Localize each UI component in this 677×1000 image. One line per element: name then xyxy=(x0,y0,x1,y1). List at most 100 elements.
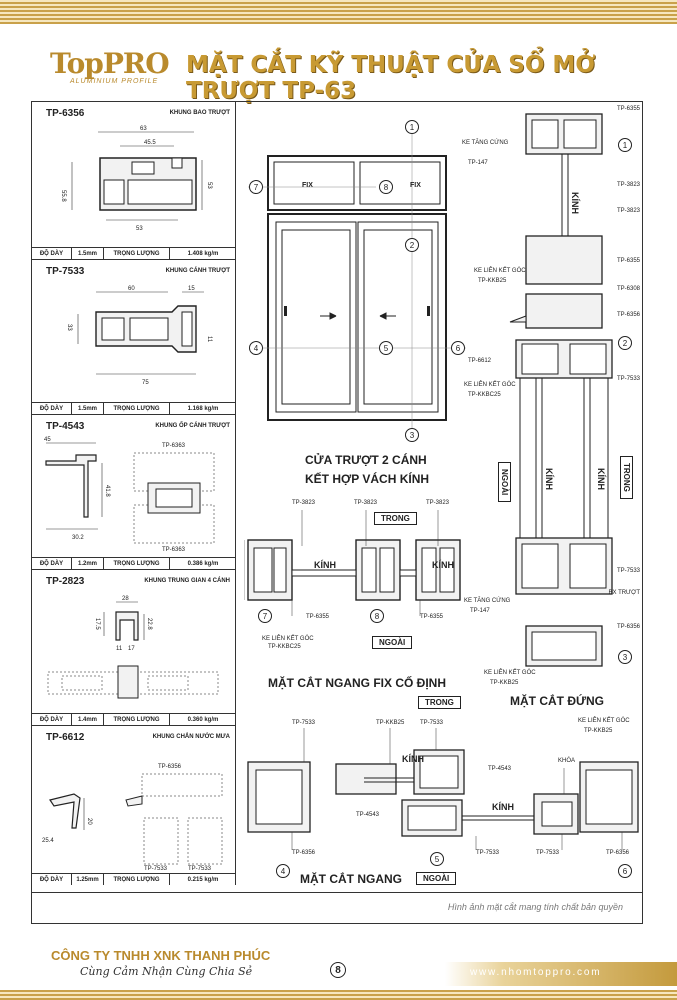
logo: TopPRO ALUMINIUM PROFILE xyxy=(50,50,170,90)
h-label-1: TP-KKB25 xyxy=(376,720,405,726)
v-label-right-3: TP-6355 xyxy=(616,258,640,264)
v-label-right-4: TP-6308 xyxy=(616,286,640,292)
dim-label: 11 xyxy=(206,336,212,343)
fix-label-tp6355-2: TP-6355 xyxy=(420,614,444,620)
spec-thickness-label: ĐỘ DÀY xyxy=(32,558,72,569)
spec-weight-label: TRỌNG LƯỢNG xyxy=(104,248,170,259)
dim-label: 60 xyxy=(128,286,135,292)
spec-weight-value: 0.386 kg/m xyxy=(187,560,219,567)
h-label-0: TP-7533 xyxy=(292,720,316,726)
horizontal-section-drawing: TP-7533 TP-KKB25 TP-7533 TP-4543 KHÓA TP… xyxy=(244,714,642,890)
h-label-3: TP-4543 xyxy=(488,766,512,772)
h-ke-lien: KE LIÊN KẾT GÓC xyxy=(578,718,630,724)
marker-5-h: 5 xyxy=(430,852,444,866)
vertical-section-title: MẶT CẮT ĐỨNG xyxy=(510,694,604,708)
dim-label: 17.5 xyxy=(94,618,100,630)
website-bar: www.nhomtoppro.com xyxy=(445,962,677,986)
dim-label: 20 xyxy=(86,818,92,825)
copyright-note-bar: Hình ảnh mặt cắt mang tính chất bản quyề… xyxy=(31,892,643,924)
profile-drawing: 28 17.5 22.8 11 17 xyxy=(32,588,236,712)
fix-label-right: FIX xyxy=(410,182,421,189)
marker-1-v: 1 xyxy=(618,138,632,152)
v-label-left-3: TP-KKB25 xyxy=(478,278,507,284)
profile-name: KHUNG CÁNH TRƯỢT xyxy=(165,268,230,274)
spec-weight-label: TRỌNG LƯỢNG xyxy=(104,714,170,725)
marker-2-v: 2 xyxy=(618,336,632,350)
dim-label: 25.4 xyxy=(42,838,54,844)
profile-card-tp6356: TP-6356 KHUNG BAO TRƯỢT 63 45.5 xyxy=(32,102,236,260)
profile-name: KHUNG BAO TRƯỢT xyxy=(169,110,230,116)
dim-label: 15 xyxy=(188,286,195,292)
logo-subtitle: ALUMINIUM PROFILE xyxy=(70,78,159,85)
profile-column: TP-6356 KHUNG BAO TRƯỢT 63 45.5 xyxy=(32,102,236,885)
v-label-right-9: TP-6356 xyxy=(616,624,640,630)
profile-drawing: 45 41.8 30.2 TP-6363 TP-6363 xyxy=(32,433,236,555)
dim-label: 45 xyxy=(44,437,51,443)
v-glass-left: KÍNH xyxy=(544,468,554,490)
marker-7: 7 xyxy=(249,180,263,194)
fix-ke-lien-label: KE LIÊN KẾT GÓC xyxy=(262,636,314,642)
fix-section-title: MẶT CẮT NGANG FIX CỐ ĐỊNH xyxy=(268,676,446,690)
spec-thickness-label: ĐỘ DÀY xyxy=(32,248,72,259)
dim-label: 75 xyxy=(142,380,149,386)
marker-2: 2 xyxy=(405,238,419,252)
dim-label: 53 xyxy=(136,226,143,232)
horizontal-section-title: MẶT CẮT NGANG xyxy=(300,872,402,886)
dim-label: 22.8 xyxy=(146,618,152,630)
dim-label: 17 xyxy=(128,646,135,652)
fix-glass-label-2: KÍNH xyxy=(432,560,454,570)
v-glass-right: KÍNH xyxy=(596,468,606,490)
v-label-right-8: BX TRƯỢT xyxy=(608,590,641,596)
dim-label: 63 xyxy=(140,126,147,132)
spec-thickness-value: 1.4mm xyxy=(72,714,104,725)
h-label-9: TP-6356 xyxy=(606,850,630,856)
v-label-left-0: KE TĂNG CỨNG xyxy=(462,140,509,146)
dim-label: TP-7533 xyxy=(144,866,168,872)
vertical-section-drawing: TP-6355 TP-3823 TP-3823 TP-6355 TP-6308 … xyxy=(460,106,644,696)
profile-name: KHUNG TRUNG GIAN 4 CÁNH xyxy=(144,578,230,584)
spec-row: ĐỘ DÀY 1.5mm TRỌNG LƯỢNG 1.408 kg/m xyxy=(32,247,236,259)
marker-4-h: 4 xyxy=(276,864,290,878)
h-ke-code: TP-KKB25 xyxy=(584,728,613,734)
v-label-left-5: KE LIÊN KẾT GÓC xyxy=(464,382,516,388)
fix-section-drawing: TP-3823 TP-3823 TP-3823 TRONG KÍNH KÍNH … xyxy=(244,496,474,686)
fix-label-tp6355-1: TP-6355 xyxy=(306,614,330,620)
profile-code: TP-7533 xyxy=(46,266,85,277)
h-glass-top: KÍNH xyxy=(402,754,424,764)
website-link[interactable]: www.nhomtoppro.com xyxy=(470,967,602,978)
spec-thickness-value: 1.5mm xyxy=(72,248,104,259)
profile-drawing: 63 45.5 53 55.8 53 xyxy=(32,120,236,238)
page-title: MẶT CẮT KỸ THUẬT CỬA SỔ MỞ TRƯỢT TP-63 xyxy=(186,52,596,104)
v-label-left-8: TP-147 xyxy=(470,608,490,614)
spec-thickness-label: ĐỘ DÀY xyxy=(32,714,72,725)
dim-label: 11 xyxy=(116,646,123,652)
fix-label-tp3823-3: TP-3823 xyxy=(426,500,450,506)
v-label-left-4: TP-6612 xyxy=(468,358,492,364)
marker-5: 5 xyxy=(379,341,393,355)
spec-weight-value: 0.360 kg/m xyxy=(187,716,219,723)
marker-7-section: 7 xyxy=(258,609,272,623)
dim-label: TP-6363 xyxy=(162,547,186,553)
h-ngoai-label: NGOÀI xyxy=(416,872,457,885)
marker-6: 6 xyxy=(451,341,465,355)
elevation-drawing: FIX FIX 1 7 8 2 4 5 6 3 xyxy=(246,116,476,446)
dim-label: 30.2 xyxy=(72,535,84,541)
marker-8-section: 8 xyxy=(370,609,384,623)
dim-label: 33 xyxy=(66,324,72,331)
marker-6-h: 6 xyxy=(618,864,632,878)
v-label-left-6: TP-KKBC25 xyxy=(468,392,501,398)
elevation-caption-1: CỬA TRƯỢT 2 CÁNH xyxy=(305,453,427,467)
marker-4: 4 xyxy=(249,341,263,355)
h-label-2: TP-7533 xyxy=(420,720,444,726)
elevation-caption-2: KẾT HỢP VÁCH KÍNH xyxy=(305,472,430,486)
v-label-right-7: TP-7533 xyxy=(616,568,640,574)
profile-code: TP-2823 xyxy=(46,576,85,587)
h-label-4: KHÓA xyxy=(558,758,576,764)
dim-label: 45.5 xyxy=(144,140,156,146)
dim-label: 41.8 xyxy=(104,485,110,497)
v-label-left-2: KE LIÊN KẾT GÓC xyxy=(474,268,526,274)
fix-label-left: FIX xyxy=(302,182,313,189)
v-label-left-10: TP-KKB25 xyxy=(490,680,519,686)
profile-name: KHUNG ỐP CÁNH TRƯỢT xyxy=(155,423,230,429)
fix-glass-label-1: KÍNH xyxy=(314,560,336,570)
